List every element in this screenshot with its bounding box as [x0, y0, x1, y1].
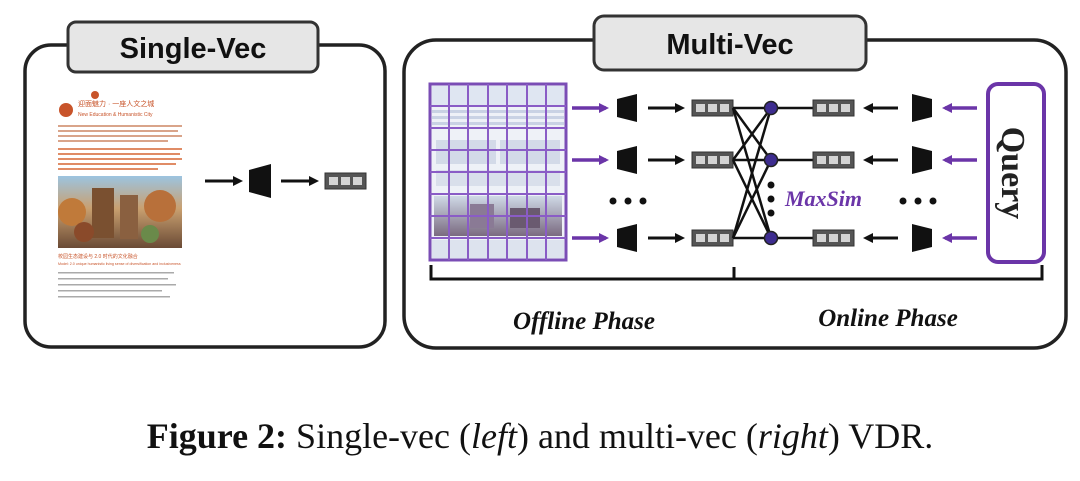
single-vec-panel: Single-Vec 迎面魅力 · 一座人文之城 New Education &…	[23, 20, 387, 349]
caption-part: Single-vec (	[287, 416, 471, 456]
doc-heading-en: New Education & Humanistic City	[78, 112, 153, 118]
doc-token-vector	[691, 229, 734, 247]
maxsim-label: MaxSim	[784, 186, 862, 211]
doc-body-text-lines	[58, 125, 182, 170]
patch-grid-lines	[430, 84, 566, 260]
doc-section-cn: 校园生态建设与 2.0 时代的文化融合	[58, 253, 138, 260]
multi-vec-panel: Multi-Vec	[402, 14, 1068, 350]
doc-footer-text-lines	[58, 272, 176, 298]
doc-photo	[58, 176, 182, 248]
offline-row-3	[572, 224, 734, 252]
single-vec-title: Single-Vec	[120, 33, 267, 65]
patched-document	[428, 82, 568, 262]
query-encoder-icon	[912, 146, 932, 174]
encoder-icon	[617, 94, 637, 122]
encoder-icon	[249, 164, 271, 198]
offline-row-2	[572, 146, 734, 174]
online-phase-label: Online Phase	[818, 305, 958, 332]
offline-phase-label: Offline Phase	[513, 308, 655, 335]
maxsim-connections	[731, 106, 813, 240]
caption-text: Single-vec (left) and multi-vec (right) …	[287, 416, 933, 456]
doc-logo-icon	[59, 91, 99, 117]
doc-heading-cn: 迎面魅力 · 一座人文之城	[78, 99, 154, 108]
caption-part-italic: right	[757, 416, 828, 456]
phase-bracket	[429, 265, 1044, 281]
figure-caption: Figure 2: Single-vec (left) and multi-ve…	[0, 415, 1080, 457]
encoder-icon	[617, 224, 637, 252]
query-encoder-icon	[912, 224, 932, 252]
multi-vec-title: Multi-Vec	[666, 29, 793, 61]
offline-ellipsis	[609, 197, 647, 205]
caption-label: Figure 2:	[146, 416, 288, 456]
single-vec-tab: Single-Vec	[66, 20, 320, 74]
query-label: Query	[994, 127, 1031, 220]
doc-token-vector	[691, 151, 734, 169]
multi-vec-tab: Multi-Vec	[592, 14, 868, 72]
caption-part: ) VDR.	[827, 416, 934, 456]
single-vector-token	[324, 172, 367, 190]
online-ellipsis	[899, 197, 937, 205]
maxsim-nodes	[763, 100, 779, 246]
query-token-vector	[812, 151, 855, 169]
caption-part-italic: left	[470, 416, 517, 456]
diagram-canvas: Single-Vec 迎面魅力 · 一座人文之城 New Education &…	[23, 14, 1068, 350]
online-row-1	[812, 94, 977, 122]
doc-section-en: Model: 2.0 unique humanistic living sens…	[58, 262, 181, 266]
online-row-3	[812, 224, 977, 252]
query-token-vector	[812, 229, 855, 247]
encoder-icon	[617, 146, 637, 174]
doc-token-vector	[691, 99, 734, 117]
vertical-ellipsis	[767, 181, 775, 217]
offline-row-1	[572, 94, 734, 122]
document-thumbnail: 迎面魅力 · 一座人文之城 New Education & Humanistic…	[56, 88, 186, 310]
query-token-vector	[812, 99, 855, 117]
caption-part: ) and multi-vec (	[516, 416, 758, 456]
online-row-2	[812, 146, 977, 174]
query-encoder-icon	[912, 94, 932, 122]
query-box: Query	[986, 82, 1046, 264]
